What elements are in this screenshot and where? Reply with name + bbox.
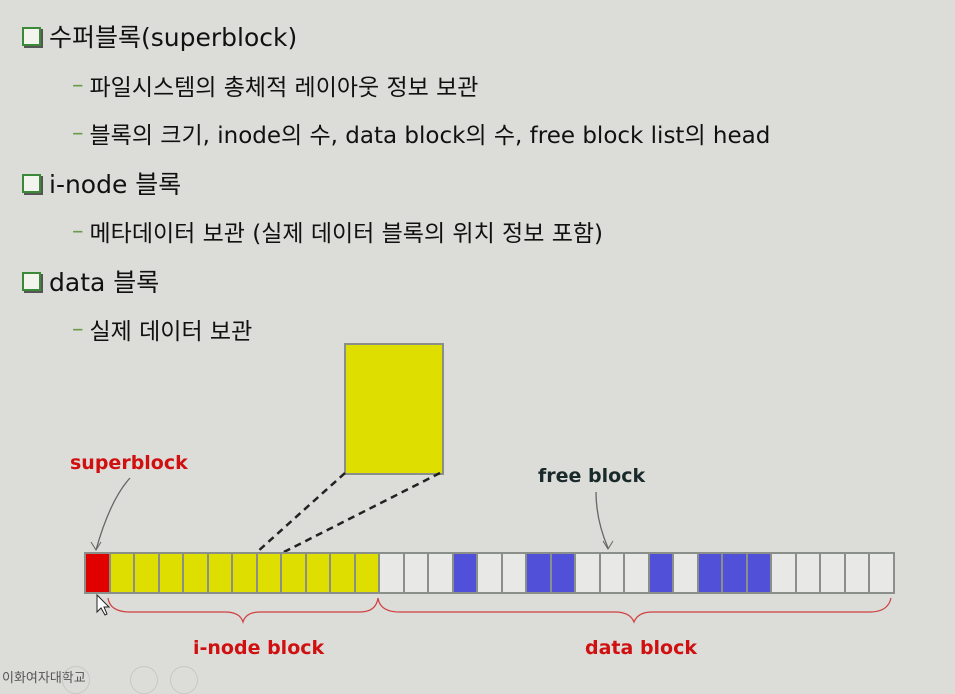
block-cell-inode xyxy=(306,554,329,592)
block-cell-free xyxy=(821,554,844,592)
block-cell-free xyxy=(625,554,648,592)
block-cell-used xyxy=(723,554,746,592)
block-cell-free xyxy=(600,554,623,592)
block-cell-free xyxy=(478,554,501,592)
superblock-label: superblock xyxy=(70,452,188,474)
sub-bullet: –실제 데이터 보관 xyxy=(72,312,252,346)
block-cell-free xyxy=(502,554,525,592)
block-cell-inode xyxy=(282,554,305,592)
zoom-dash-line xyxy=(281,471,441,555)
cursor-icon xyxy=(96,593,111,616)
block-cell-used xyxy=(551,554,574,592)
block-cell-free xyxy=(845,554,868,592)
block-cell-free xyxy=(404,554,427,592)
block-strip xyxy=(84,552,895,594)
block-cell-used xyxy=(453,554,476,592)
block-cell-inode xyxy=(355,554,378,592)
block-cell-inode xyxy=(110,554,133,592)
checkbox-bullet-icon xyxy=(22,271,41,291)
block-cell-inode xyxy=(233,554,256,592)
free-block-label: free block xyxy=(538,465,646,487)
block-cell-free xyxy=(772,554,795,592)
block-cell-free xyxy=(674,554,697,592)
sub-text: 메타데이터 보관 (실제 데이터 블록의 위치 정보 포함) xyxy=(89,221,603,247)
dash-icon: – xyxy=(72,120,84,146)
block-cell-free xyxy=(796,554,819,592)
zoom-dash-line xyxy=(255,472,346,554)
menu-button[interactable] xyxy=(170,666,198,694)
block-cell-free xyxy=(576,554,599,592)
inode-brace xyxy=(107,597,379,625)
bullet-data: data 블록 xyxy=(22,263,159,299)
block-cell-free xyxy=(380,554,403,592)
block-cell-inode xyxy=(135,554,158,592)
data-brace xyxy=(377,597,892,624)
prev-button[interactable] xyxy=(62,666,90,694)
sub-bullet: –메타데이터 보관 (실제 데이터 블록의 위치 정보 포함) xyxy=(72,214,603,248)
bullet-title: 수퍼블록(superblock) xyxy=(49,23,298,52)
dash-icon: – xyxy=(72,316,84,342)
block-cell-superblock xyxy=(86,554,109,592)
inode-block-label: i-node block xyxy=(193,637,325,659)
block-cell-free xyxy=(870,554,893,592)
block-cell-used xyxy=(747,554,770,592)
free-block-arrow-icon xyxy=(595,491,609,549)
checkbox-bullet-icon xyxy=(22,26,41,46)
block-cell-used xyxy=(649,554,672,592)
sub-bullet: –파일시스템의 총체적 레이아웃 정보 보관 xyxy=(72,68,478,102)
bullet-title: i-node 블록 xyxy=(49,170,182,199)
zoom-button[interactable] xyxy=(130,666,158,694)
block-cell-inode xyxy=(331,554,354,592)
dash-icon: – xyxy=(72,72,84,98)
block-cell-inode xyxy=(208,554,231,592)
block-cell-used xyxy=(698,554,721,592)
block-cell-inode xyxy=(184,554,207,592)
checkbox-bullet-icon xyxy=(22,173,41,193)
sub-text: 블록의 크기, inode의 수, data block의 수, free bl… xyxy=(89,123,771,149)
block-cell-used xyxy=(527,554,550,592)
data-block-label: data block xyxy=(585,637,698,659)
bullet-title: data 블록 xyxy=(49,268,160,297)
dash-icon: – xyxy=(72,218,84,244)
block-cell-inode xyxy=(159,554,182,592)
block-cell-free xyxy=(429,554,452,592)
bullet-superblock: 수퍼블록(superblock) xyxy=(22,18,297,54)
sub-bullet: –블록의 크기, inode의 수, data block의 수, free b… xyxy=(72,116,770,150)
block-cell-inode xyxy=(257,554,280,592)
inode-zoom-box xyxy=(344,343,444,475)
sub-text: 실제 데이터 보관 xyxy=(89,319,253,345)
bullet-inode: i-node 블록 xyxy=(22,165,181,201)
superblock-arrow-icon xyxy=(95,477,131,551)
sub-text: 파일시스템의 총체적 레이아웃 정보 보관 xyxy=(89,75,479,101)
